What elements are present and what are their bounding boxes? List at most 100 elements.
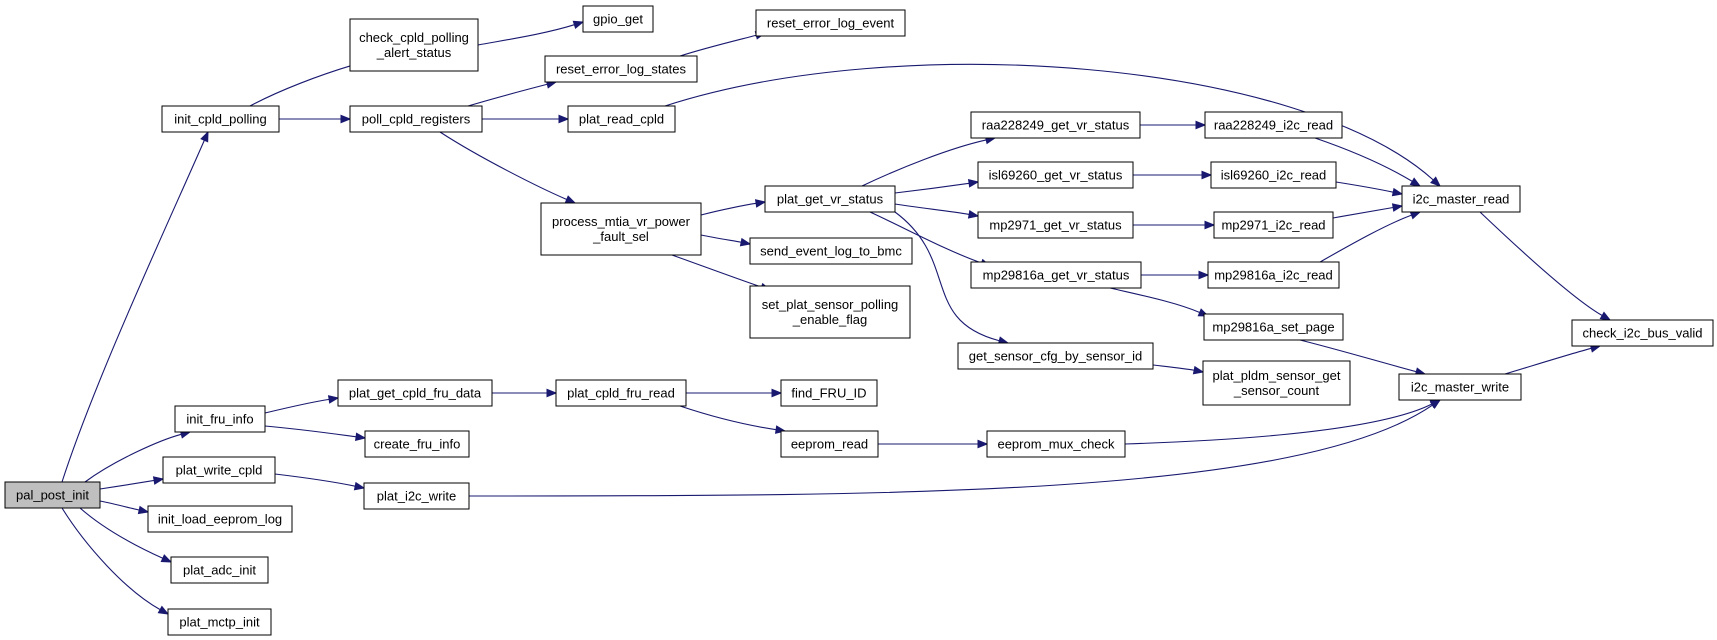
node-gpio-get[interactable]: gpio_get [582, 5, 654, 33]
arrowhead-icon [1430, 176, 1442, 187]
node-plat-adc-init[interactable]: plat_adc_init [170, 556, 269, 584]
arrowhead-icon [340, 114, 352, 124]
node-plat-read-cpld[interactable]: plat_read_cpld [567, 105, 676, 133]
node-box [147, 505, 293, 533]
node-check-cpld-polling-alert-status[interactable]: check_cpld_polling_alert_status [349, 18, 479, 72]
node-box [555, 379, 687, 407]
edge-line [264, 425, 357, 438]
edge-raa228249_i2c_read-to-i2c_master_read [1314, 137, 1422, 187]
node-plat-mctp-init[interactable]: plat_mctp_init [167, 608, 272, 636]
node-poll-cpld-registers[interactable]: poll_cpld_registers [349, 105, 483, 133]
edge-pal_post_init-to-plat_mctp_init [61, 507, 170, 615]
node-box [567, 105, 676, 133]
node-box [986, 430, 1126, 458]
arrowhead-icon [1201, 170, 1213, 180]
node-plat-pldm-sensor-get-sensor-count[interactable]: plat_pldm_sensor_get_sensor_count [1202, 360, 1351, 406]
node-box [1401, 185, 1521, 213]
node-box [1571, 319, 1714, 347]
node-i2c-master-write[interactable]: i2c_master_write [1398, 373, 1522, 401]
node-label: plat_mctp_init [179, 615, 260, 630]
edge-pal_post_init-to-plat_adc_init [79, 507, 173, 563]
node-box [970, 261, 1142, 289]
node-isl69260-i2c-read[interactable]: isl69260_i2c_read [1210, 161, 1337, 189]
arrowhead-icon [564, 195, 577, 204]
edge-line [1504, 347, 1592, 375]
node-init-cpld-polling[interactable]: init_cpld_polling [161, 105, 280, 133]
node-box [749, 237, 913, 265]
node-box [1398, 373, 1522, 401]
node-label: poll_cpld_registers [362, 112, 471, 127]
node-plat-i2c-write[interactable]: plat_i2c_write [363, 482, 470, 510]
node-get-sensor-cfg-by-sensor-id[interactable]: get_sensor_cfg_by_sensor_id [957, 342, 1154, 370]
node-label: send_event_log_to_bmc [760, 244, 902, 259]
node-box [1213, 211, 1334, 239]
node-plat-cpld-fru-read[interactable]: plat_cpld_fru_read [555, 379, 687, 407]
node-check-i2c-bus-valid[interactable]: check_i2c_bus_valid [1571, 319, 1714, 347]
node-box [162, 456, 276, 484]
arrowhead-icon [771, 388, 783, 398]
node-find-FRU-ID[interactable]: find_FRU_ID [780, 379, 878, 407]
node-box [4, 481, 101, 509]
node-box [755, 9, 906, 37]
node-box [349, 105, 483, 133]
edge-line [467, 83, 548, 107]
edge-line [1335, 181, 1394, 193]
node-eeprom-read[interactable]: eeprom_read [780, 430, 879, 458]
arrowhead-icon [1409, 177, 1422, 187]
node-reset-error-log-event[interactable]: reset_error_log_event [755, 9, 906, 37]
node-label: plat_get_vr_status [777, 192, 884, 207]
arrowhead-icon [1429, 399, 1442, 409]
edge-line [84, 433, 182, 483]
node-reset-error-log-states[interactable]: reset_error_log_states [544, 55, 698, 83]
node-box [582, 5, 654, 33]
node-mp29816a-i2c-read[interactable]: mp29816a_i2c_read [1207, 261, 1340, 289]
arrowhead-icon [1195, 120, 1207, 130]
edge-line [894, 203, 970, 215]
node-label: set_plat_sensor_polling [762, 297, 899, 312]
edge-line [894, 182, 970, 194]
arrowhead-icon [1204, 220, 1216, 230]
node-label: reset_error_log_states [556, 62, 687, 77]
node-raa228249-i2c-read[interactable]: raa228249_i2c_read [1204, 111, 1343, 139]
node-raa228249-get-vr-status[interactable]: raa228249_get_vr_status [970, 111, 1141, 139]
node-pal-post-init[interactable]: pal_post_init [4, 481, 101, 509]
node-plat-write-cpld[interactable]: plat_write_cpld [162, 456, 276, 484]
node-init-fru-info[interactable]: init_fru_info [174, 405, 266, 433]
node-mp29816a-get-vr-status[interactable]: mp29816a_get_vr_status [970, 261, 1142, 289]
node-set-plat-sensor-polling-enable-flag[interactable]: set_plat_sensor_polling_enable_flag [749, 285, 911, 339]
node-create-fru-info[interactable]: create_fru_info [364, 430, 470, 458]
edge-mp2971_get_vr_status-to-mp2971_i2c_read [1132, 220, 1216, 230]
node-label: find_FRU_ID [791, 386, 866, 401]
node-label: mp2971_get_vr_status [989, 218, 1122, 233]
node-label: plat_cpld_fru_read [567, 386, 675, 401]
arrowhead-icon [558, 114, 570, 124]
node-i2c-master-read[interactable]: i2c_master_read [1401, 185, 1521, 213]
node-box [957, 342, 1154, 370]
edge-plat_get_cpld_fru_data-to-plat_cpld_fru_read [492, 388, 558, 398]
edge-line [1152, 364, 1195, 371]
arrowhead-icon [157, 605, 170, 615]
node-process-mtia-vr-power-fault-sel[interactable]: process_mtia_vr_power_fault_sel [540, 202, 702, 256]
edge-line [1479, 211, 1603, 317]
edge-line [1299, 339, 1417, 373]
edge-line [664, 63, 1434, 181]
node-mp29816a-set-page[interactable]: mp29816a_set_page [1203, 313, 1344, 341]
node-mp2971-get-vr-status[interactable]: mp2971_get_vr_status [977, 211, 1134, 239]
node-box [1207, 261, 1340, 289]
edge-line [99, 479, 155, 490]
edge-process_mtia_vr_power_fault_sel-to-plat_get_vr_status [700, 199, 767, 216]
node-label: plat_write_cpld [176, 463, 263, 478]
node-box [1202, 360, 1351, 406]
node-send-event-log-to-bmc[interactable]: send_event_log_to_bmc [749, 237, 913, 265]
node-mp2971-i2c-read[interactable]: mp2971_i2c_read [1213, 211, 1334, 239]
node-plat-get-cpld-fru-data[interactable]: plat_get_cpld_fru_data [337, 379, 493, 407]
node-eeprom-mux-check[interactable]: eeprom_mux_check [986, 430, 1126, 458]
node-label: plat_pldm_sensor_get [1213, 368, 1341, 383]
node-init-load-eeprom-log[interactable]: init_load_eeprom_log [147, 505, 293, 533]
node-plat-get-vr-status[interactable]: plat_get_vr_status [764, 185, 896, 213]
arrowhead-icon [327, 395, 340, 404]
node-label: i2c_master_write [1411, 380, 1509, 395]
arrowhead-icon [1599, 311, 1612, 321]
node-box [749, 285, 911, 339]
node-isl69260-get-vr-status[interactable]: isl69260_get_vr_status [977, 161, 1134, 189]
